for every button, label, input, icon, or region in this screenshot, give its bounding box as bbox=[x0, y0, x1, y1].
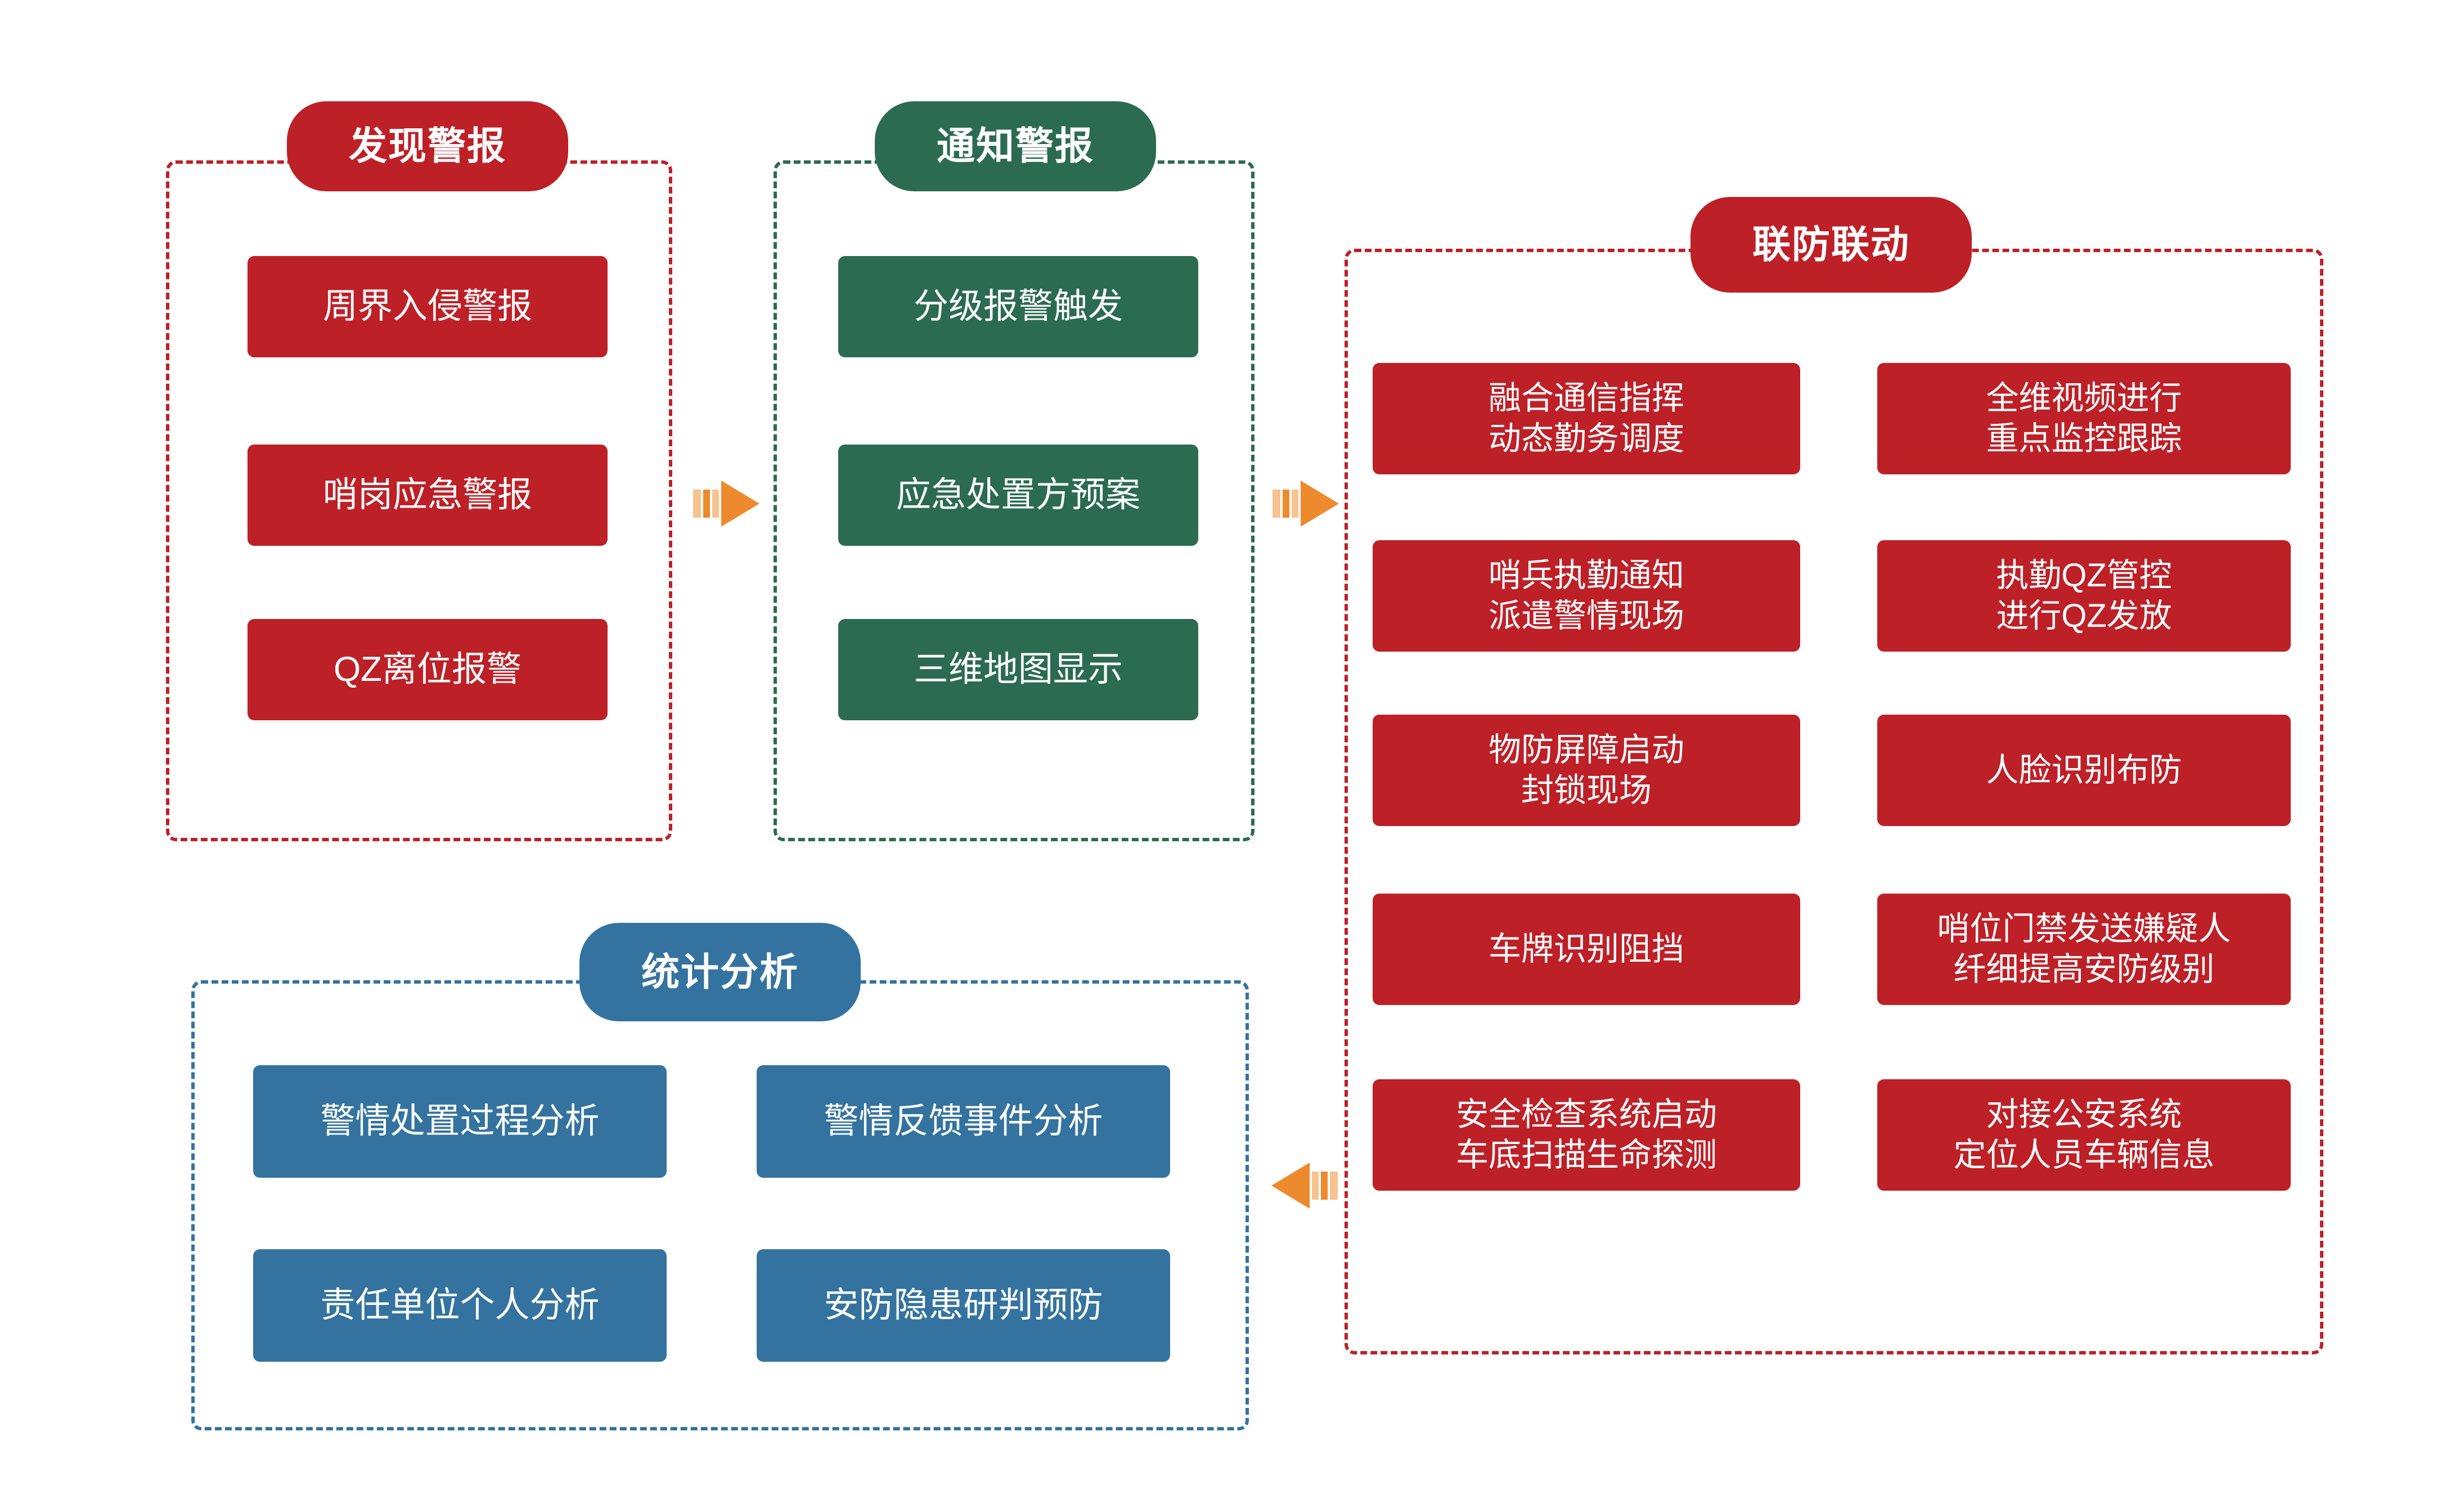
item-box-incident-feedback-analysis[interactable]: 警情反馈事件分析 bbox=[757, 1065, 1170, 1178]
item-box-security-check-system[interactable]: 安全检查系统启动 车底扫描生命探测 bbox=[1373, 1079, 1800, 1191]
item-box-3d-map-display[interactable]: 三维地图显示 bbox=[838, 619, 1198, 720]
item-label: 人脸识别布防 bbox=[1986, 751, 2182, 788]
arrow-left-glyph bbox=[1271, 1163, 1338, 1209]
item-label: 应急处置方预案 bbox=[896, 475, 1140, 515]
item-box-responsible-unit-analysis[interactable]: 责任单位个人分析 bbox=[253, 1249, 667, 1362]
item-label: 哨岗应急警报 bbox=[322, 475, 532, 515]
item-label: 安全检查系统启动 车底扫描生命探测 bbox=[1455, 1096, 1717, 1174]
item-label: 警情处置过程分析 bbox=[320, 1102, 600, 1141]
item-box-perimeter-intrusion-alarm[interactable]: 周界入侵警报 bbox=[248, 256, 608, 357]
item-box-security-risk-prevention[interactable]: 安防隐患研判预防 bbox=[757, 1249, 1170, 1362]
group-title-statistical-analysis: 统计分析 bbox=[579, 923, 861, 1021]
group-title-label: 发现警报 bbox=[348, 125, 506, 168]
item-box-public-security-integration[interactable]: 对接公安系统 定位人员车辆信息 bbox=[1877, 1079, 2291, 1191]
item-box-duty-qz-control[interactable]: 执勤QZ管控 进行QZ发放 bbox=[1877, 540, 2291, 652]
item-label: QZ离位报警 bbox=[333, 650, 522, 689]
item-label: 安防隐患研判预防 bbox=[824, 1286, 1103, 1325]
item-label: 周界入侵警报 bbox=[322, 287, 532, 326]
arrow-right-glyph bbox=[1273, 481, 1339, 527]
item-label: 对接公安系统 定位人员车辆信息 bbox=[1953, 1096, 2215, 1174]
arrow-right-icon-notify-to-joint bbox=[1273, 477, 1340, 530]
item-box-post-access-suspect-alert[interactable]: 哨位门禁发送嫌疑人 纤细提高安防级别 bbox=[1877, 894, 2291, 1005]
item-label: 三维地图显示 bbox=[913, 650, 1123, 689]
arrow-left-icon-joint-to-stats bbox=[1270, 1159, 1338, 1212]
group-title-label: 联防联动 bbox=[1752, 223, 1910, 266]
group-panel-statistical-analysis bbox=[191, 980, 1249, 1430]
group-title-label: 通知警报 bbox=[936, 125, 1094, 168]
item-box-incident-handling-analysis[interactable]: 警情处置过程分析 bbox=[253, 1065, 667, 1178]
group-title-discover-alarm: 发现警报 bbox=[287, 101, 568, 191]
item-label: 哨位门禁发送嫌疑人 纤细提高安防级别 bbox=[1937, 910, 2231, 988]
item-box-qz-off-post-alarm[interactable]: QZ离位报警 bbox=[248, 619, 608, 720]
item-box-emergency-response-plan[interactable]: 应急处置方预案 bbox=[838, 445, 1198, 546]
item-label: 融合通信指挥 动态勤务调度 bbox=[1488, 379, 1684, 457]
item-box-omni-video-tracking[interactable]: 全维视频进行 重点监控跟踪 bbox=[1877, 363, 2291, 474]
item-label: 责任单位个人分析 bbox=[320, 1286, 600, 1325]
arrow-right-icon-discover-to-notify bbox=[693, 477, 761, 530]
item-box-sentry-emergency-alarm[interactable]: 哨岗应急警报 bbox=[248, 445, 608, 546]
item-box-fusion-comm-command[interactable]: 融合通信指挥 动态勤务调度 bbox=[1373, 363, 1800, 474]
group-title-joint-defense: 联防联动 bbox=[1690, 197, 1972, 293]
item-box-plate-recognition-block[interactable]: 车牌识别阻挡 bbox=[1373, 894, 1800, 1005]
arrow-right-glyph bbox=[693, 481, 759, 527]
item-box-graded-alarm-trigger[interactable]: 分级报警触发 bbox=[838, 256, 1198, 357]
item-label: 物防屏障启动 封锁现场 bbox=[1488, 731, 1684, 809]
item-label: 哨兵执勤通知 派遣警情现场 bbox=[1488, 557, 1684, 635]
group-title-notify-alarm: 通知警报 bbox=[875, 101, 1156, 191]
item-box-sentry-duty-notice[interactable]: 哨兵执勤通知 派遣警情现场 bbox=[1373, 540, 1800, 652]
item-box-face-recognition-defense[interactable]: 人脸识别布防 bbox=[1877, 715, 2291, 826]
group-title-label: 统计分析 bbox=[641, 950, 799, 994]
item-label: 分级报警触发 bbox=[913, 287, 1123, 326]
item-box-physical-barrier-lockdown[interactable]: 物防屏障启动 封锁现场 bbox=[1373, 715, 1800, 826]
item-label: 全维视频进行 重点监控跟踪 bbox=[1986, 379, 2182, 457]
item-label: 执勤QZ管控 进行QZ发放 bbox=[1996, 557, 2172, 635]
item-label: 警情反馈事件分析 bbox=[824, 1102, 1103, 1141]
item-label: 车牌识别阻挡 bbox=[1488, 930, 1684, 967]
